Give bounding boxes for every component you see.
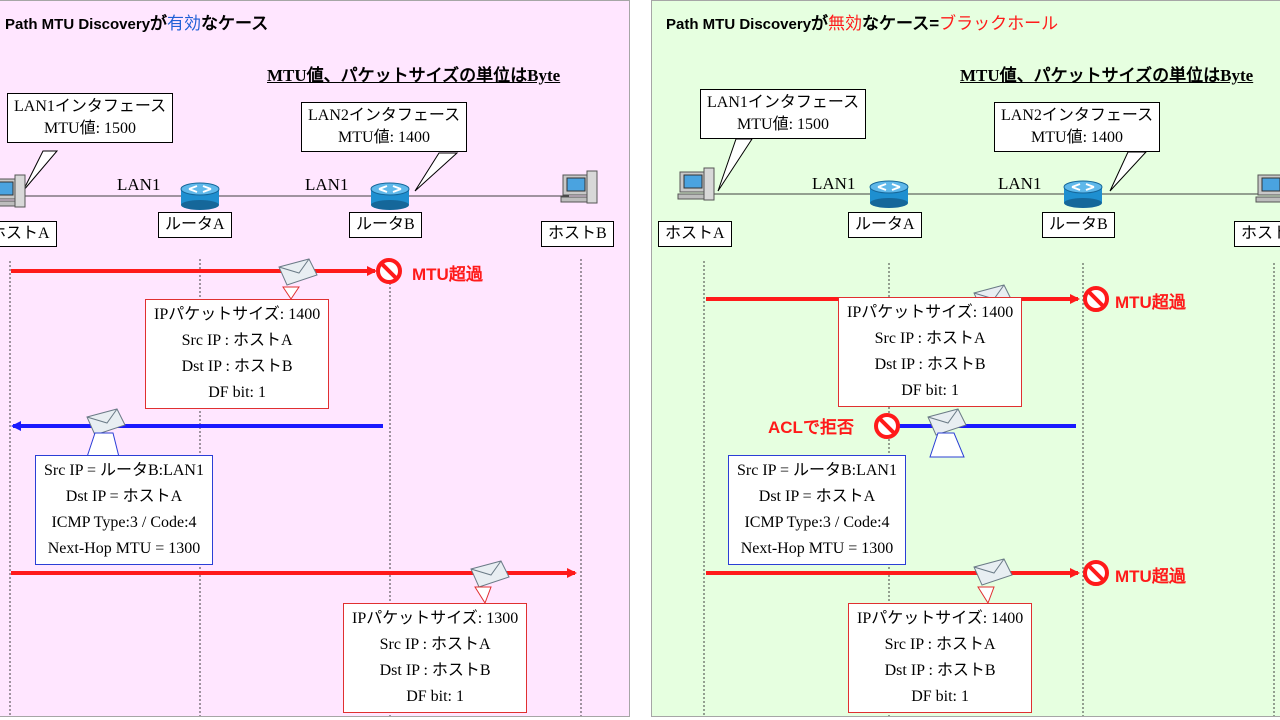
computer-icon-host-b bbox=[560, 170, 598, 204]
pmtud-disabled-panel: Path MTU Discoveryが無効なケース=ブラックホール MTU値、パ… bbox=[651, 0, 1280, 717]
callout-lan2-mtu: LAN2インタフェース MTU値: 1400 bbox=[301, 102, 468, 152]
panel-title: Path MTU Discoveryが無効なケース=ブラックホール bbox=[666, 14, 1059, 33]
envelope-icon bbox=[278, 258, 318, 286]
router-b-label: ルータB bbox=[349, 212, 422, 238]
mtu-exceeded-note: MTU超過 bbox=[1115, 293, 1186, 312]
callout-lan1-mtu: LAN1インタフェース MTU値: 1500 bbox=[700, 89, 867, 139]
computer-icon-host-a bbox=[0, 174, 26, 208]
acl-reject-note: ACLで拒否 bbox=[768, 418, 854, 437]
diagram-graphics bbox=[0, 150, 598, 716]
envelope-icon bbox=[973, 558, 1013, 586]
router-a-label: ルータA bbox=[158, 212, 232, 238]
icmp-info-box: Src IP = ルータB:LAN1 Dst IP = ホストA ICMP Ty… bbox=[728, 455, 906, 565]
title-blackhole: ブラックホール bbox=[939, 14, 1059, 33]
envelope-icon bbox=[927, 408, 967, 436]
callout-pointer bbox=[414, 152, 459, 192]
unit-note: MTU値、パケットサイズの単位はByte bbox=[267, 66, 561, 85]
callout-lan1-mtu: LAN1インタフェース MTU値: 1500 bbox=[7, 93, 174, 143]
envelope-icon bbox=[86, 408, 126, 436]
host-b-label: ホストB bbox=[541, 221, 614, 247]
diagram-graphics bbox=[677, 138, 1280, 716]
router-icon-b bbox=[1063, 180, 1103, 208]
title-highlight: 無効 bbox=[828, 14, 863, 33]
callout-pointer bbox=[717, 138, 753, 192]
prohibited-icon bbox=[1083, 286, 1109, 312]
callout-pointer bbox=[1109, 151, 1148, 192]
host-a-label: ホストA bbox=[658, 221, 732, 247]
callout-pointer bbox=[22, 150, 59, 192]
icmp-info-box: Src IP = ルータB:LAN1 Dst IP = ホストA ICMP Ty… bbox=[35, 455, 213, 565]
box-pointer bbox=[977, 586, 995, 605]
prohibited-icon bbox=[376, 258, 402, 284]
mtu-exceeded-note: MTU超過 bbox=[1115, 567, 1186, 586]
box-pointer bbox=[474, 586, 492, 605]
box-pointer bbox=[86, 432, 120, 458]
lan-label: LAN1 bbox=[117, 175, 161, 194]
router-icon-a bbox=[869, 180, 909, 208]
packet-info-box: IPパケットサイズ: 1400 Src IP : ホストA Dst IP : ホ… bbox=[838, 297, 1023, 407]
envelope-icon bbox=[470, 560, 510, 588]
box-pointer bbox=[929, 432, 965, 458]
prohibited-icon bbox=[874, 413, 900, 439]
prohibited-icon bbox=[1083, 560, 1109, 586]
box-pointer bbox=[282, 286, 300, 300]
packet-info-box: IPパケットサイズ: 1400 Src IP : ホストA Dst IP : ホ… bbox=[848, 603, 1033, 713]
computer-icon-host-b bbox=[1255, 174, 1280, 203]
host-a-label: ホストA bbox=[0, 221, 57, 247]
router-a-label: ルータA bbox=[848, 212, 922, 238]
router-b-label: ルータB bbox=[1042, 212, 1115, 238]
router-icon-b bbox=[370, 182, 410, 210]
packet-info-box: IPパケットサイズ: 1300 Src IP : ホストA Dst IP : ホ… bbox=[343, 603, 528, 713]
router-icon-a bbox=[180, 182, 220, 210]
lan-label: LAN1 bbox=[812, 174, 856, 193]
pmtud-enabled-panel: Path MTU Discoveryが有効なケース MTU値、パケットサイズの単… bbox=[0, 0, 630, 717]
panel-title: Path MTU Discoveryが有効なケース bbox=[5, 14, 269, 33]
packet-info-box: IPパケットサイズ: 1400 Src IP : ホストA Dst IP : ホ… bbox=[145, 299, 330, 409]
lan-label: LAN1 bbox=[305, 175, 349, 194]
callout-lan2-mtu: LAN2インタフェース MTU値: 1400 bbox=[994, 102, 1161, 152]
mtu-exceeded-note: MTU超過 bbox=[412, 265, 483, 284]
title-highlight: 有効 bbox=[167, 14, 202, 33]
host-b-label: ホストB bbox=[1234, 221, 1280, 247]
computer-icon-host-a bbox=[677, 167, 715, 201]
lan-label: LAN1 bbox=[998, 174, 1042, 193]
unit-note: MTU値、パケットサイズの単位はByte bbox=[960, 66, 1254, 85]
